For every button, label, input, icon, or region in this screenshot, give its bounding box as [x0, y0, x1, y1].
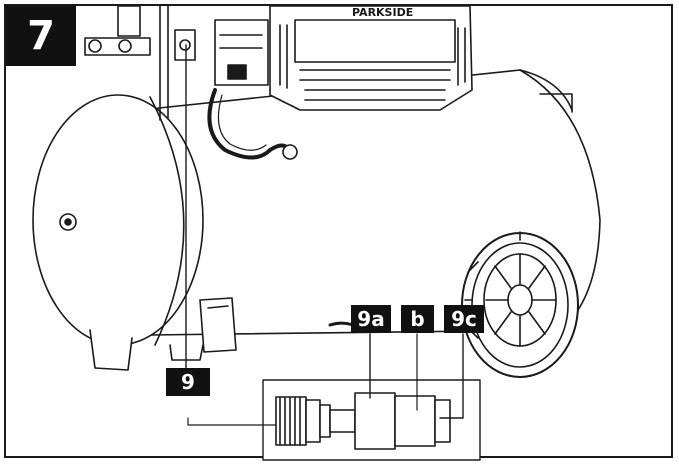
hose	[207, 88, 292, 160]
callout-9a: 9a	[351, 305, 391, 333]
callout-9b: b	[401, 305, 434, 333]
motor-housing	[269, 5, 473, 111]
tank-end-cap	[32, 94, 204, 346]
brand-label: PARKSIDE	[352, 6, 413, 19]
callout-9: 9	[166, 368, 210, 396]
front-foot	[89, 329, 133, 371]
callout-9c: 9c	[444, 305, 484, 333]
step-number: 7	[6, 6, 76, 66]
drain-valve-detail	[275, 392, 451, 450]
